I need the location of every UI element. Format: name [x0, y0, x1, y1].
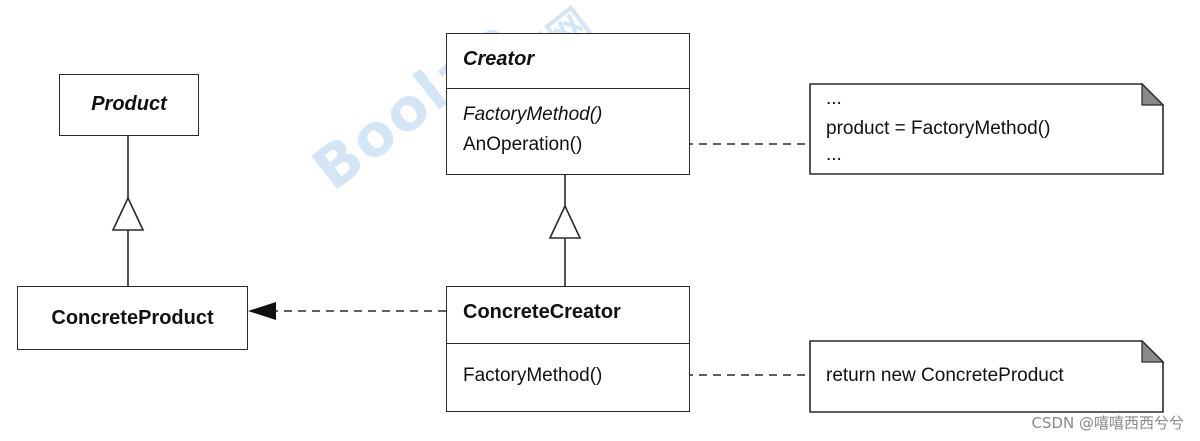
concrete-product-class: ConcreteProduct: [17, 286, 248, 350]
concrete-creator-op-factory-method: FactoryMethod(): [463, 365, 603, 386]
creator-class: Creator FactoryMethod() AnOperation(): [446, 33, 690, 175]
note-creator: ... product = FactoryMethod() ...: [810, 84, 1163, 174]
note-concrete-creator-shape: [809, 340, 1164, 413]
creator-op-factory-method: FactoryMethod(): [463, 104, 603, 125]
footer-credit: CSDN @嘻嘻西西兮兮: [1031, 414, 1184, 432]
concrete-creator-title: ConcreteCreator: [463, 301, 621, 323]
note-creator-line-2: product = FactoryMethod(): [826, 118, 1051, 139]
note-creator-line-1: ...: [826, 88, 842, 109]
note-creator-corner: [1141, 82, 1165, 106]
product-class: Product: [59, 74, 199, 136]
note-concrete-creator: return new ConcreteProduct: [810, 341, 1163, 412]
creator-inheritance-arrow: [548, 204, 582, 239]
concrete-creator-class: ConcreteCreator FactoryMethod(): [446, 286, 690, 412]
product-inheritance-arrow: [111, 196, 145, 231]
product-title: Product: [91, 93, 167, 115]
creator-divider: [447, 88, 689, 89]
creator-op-an-operation: AnOperation(): [463, 134, 583, 155]
note-creator-shape: [809, 83, 1164, 175]
dependency-arrow: [248, 302, 276, 320]
concrete-creator-divider: [447, 343, 689, 344]
note-creator-line-3: ...: [826, 144, 842, 165]
concrete-product-title: ConcreteProduct: [51, 307, 214, 329]
creator-title: Creator: [463, 48, 535, 70]
note-concrete-creator-line-1: return new ConcreteProduct: [826, 365, 1064, 386]
note-concrete-creator-corner: [1141, 339, 1165, 363]
